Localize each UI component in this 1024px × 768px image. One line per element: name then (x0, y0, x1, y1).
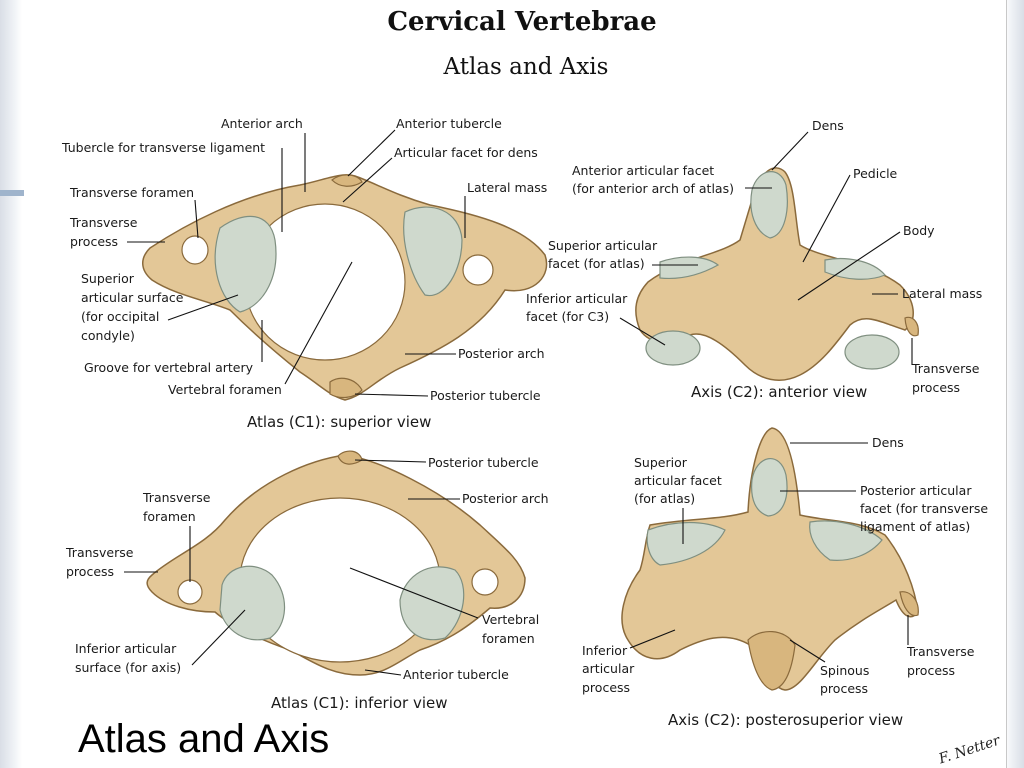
label-anterior-tubercle-inf: Anterior tubercle (403, 667, 509, 682)
label-transverse-process-ps-2: process (907, 663, 955, 678)
label-tubercle-transverse-ligament: Tubercle for transverse ligament (61, 140, 265, 155)
label-lateral-mass-axis: Lateral mass (902, 286, 982, 301)
slide-right-edge (1004, 0, 1024, 768)
figure-title: Cervical Vertebrae (387, 7, 656, 37)
axis-posterosuperior-labels: Dens Superior articular facet (for atlas… (582, 435, 988, 729)
label-vertebral-foramen: Vertebral foramen (168, 382, 282, 397)
label-superior-articular-1: Superior (81, 271, 135, 286)
label-transverse-process-2: process (70, 234, 118, 249)
atlas-inferior-labels: Posterior tubercle Posterior arch Transv… (65, 455, 549, 712)
caption-atlas-superior: Atlas (C1): superior view (247, 413, 431, 431)
label-superior-facet-ps-3: (for atlas) (634, 491, 695, 506)
label-vertebral-foramen-inf-1: Vertebral (482, 612, 539, 627)
axis-anterior-illustration (635, 167, 919, 381)
label-superior-facet-ps-2: articular facet (634, 473, 722, 488)
label-transverse-process-inf-2: process (66, 564, 114, 579)
label-vertebral-foramen-inf-2: foramen (482, 631, 535, 646)
label-transverse-foramen-inf-2: foramen (143, 509, 196, 524)
label-inferior-surface-1: Inferior articular (75, 641, 177, 656)
label-posterior-arch-inf: Posterior arch (462, 491, 549, 506)
label-body: Body (903, 223, 935, 238)
label-inferior-process-1: Inferior (582, 643, 628, 658)
label-superior-articular-2: articular surface (81, 290, 184, 305)
label-anterior-facet-2: (for anterior arch of atlas) (572, 181, 734, 196)
figure-subtitle: Atlas and Axis (443, 54, 609, 80)
label-posterior-facet-2: facet (for transverse (860, 501, 988, 516)
label-anterior-tubercle: Anterior tubercle (396, 116, 502, 131)
label-posterior-tubercle: Posterior tubercle (430, 388, 541, 403)
label-transverse-process-axis-2: process (912, 380, 960, 395)
axis-anterior-labels: Dens Anterior articular facet (for anter… (526, 118, 982, 401)
label-anterior-arch: Anterior arch (221, 116, 303, 131)
label-groove-vertebral-artery: Groove for vertebral artery (84, 360, 254, 375)
slide-accent-bar (0, 190, 30, 196)
label-inferior-surface-2: surface (for axis) (75, 660, 181, 675)
label-posterior-arch: Posterior arch (458, 346, 545, 361)
label-transverse-process-ps-1: Transverse (906, 644, 975, 659)
label-posterior-tubercle-inf: Posterior tubercle (428, 455, 539, 470)
label-transverse-foramen: Transverse foramen (69, 185, 194, 200)
label-lateral-mass: Lateral mass (467, 180, 547, 195)
label-inferior-facet-2: facet (for C3) (526, 309, 609, 324)
label-dens: Dens (812, 118, 844, 133)
caption-axis-posterosuperior: Axis (C2): posterosuperior view (668, 711, 903, 729)
label-superior-articular-4: condyle) (81, 328, 135, 343)
label-inferior-facet-1: Inferior articular (526, 291, 628, 306)
label-inferior-process-3: process (582, 680, 630, 695)
slide-title: Atlas and Axis (78, 717, 329, 761)
axis-posterosuperior-illustration (621, 427, 919, 691)
label-pedicle: Pedicle (853, 166, 898, 181)
atlas-superior-illustration (142, 174, 548, 401)
label-transverse-process-inf-1: Transverse (65, 545, 134, 560)
label-articular-facet-dens: Articular facet for dens (394, 145, 538, 160)
atlas-superior-labels: Anterior arch Anterior tubercle Tubercle… (61, 116, 547, 431)
label-superior-articular-3: (for occipital (81, 309, 159, 324)
atlas-inferior-illustration (146, 450, 526, 676)
label-spinous-process-2: process (820, 681, 868, 696)
caption-axis-anterior: Axis (C2): anterior view (691, 383, 867, 401)
caption-atlas-inferior: Atlas (C1): inferior view (271, 694, 448, 712)
label-transverse-process-axis-1: Transverse (911, 361, 980, 376)
label-posterior-facet-3: ligament of atlas) (860, 519, 970, 534)
label-anterior-facet-1: Anterior articular facet (572, 163, 714, 178)
label-superior-facet-1: Superior articular (548, 238, 658, 253)
artist-signature: F. Netter (936, 732, 1003, 767)
label-spinous-process-1: Spinous (820, 663, 869, 678)
figure-plate (24, 0, 1007, 768)
label-inferior-process-2: articular (582, 661, 635, 676)
label-posterior-facet-1: Posterior articular (860, 483, 972, 498)
label-transverse-foramen-inf-1: Transverse (142, 490, 211, 505)
label-superior-facet-ps-1: Superior (634, 455, 688, 470)
label-transverse-process-1: Transverse (69, 215, 138, 230)
label-dens-ps: Dens (872, 435, 904, 450)
label-superior-facet-2: facet (for atlas) (548, 256, 645, 271)
